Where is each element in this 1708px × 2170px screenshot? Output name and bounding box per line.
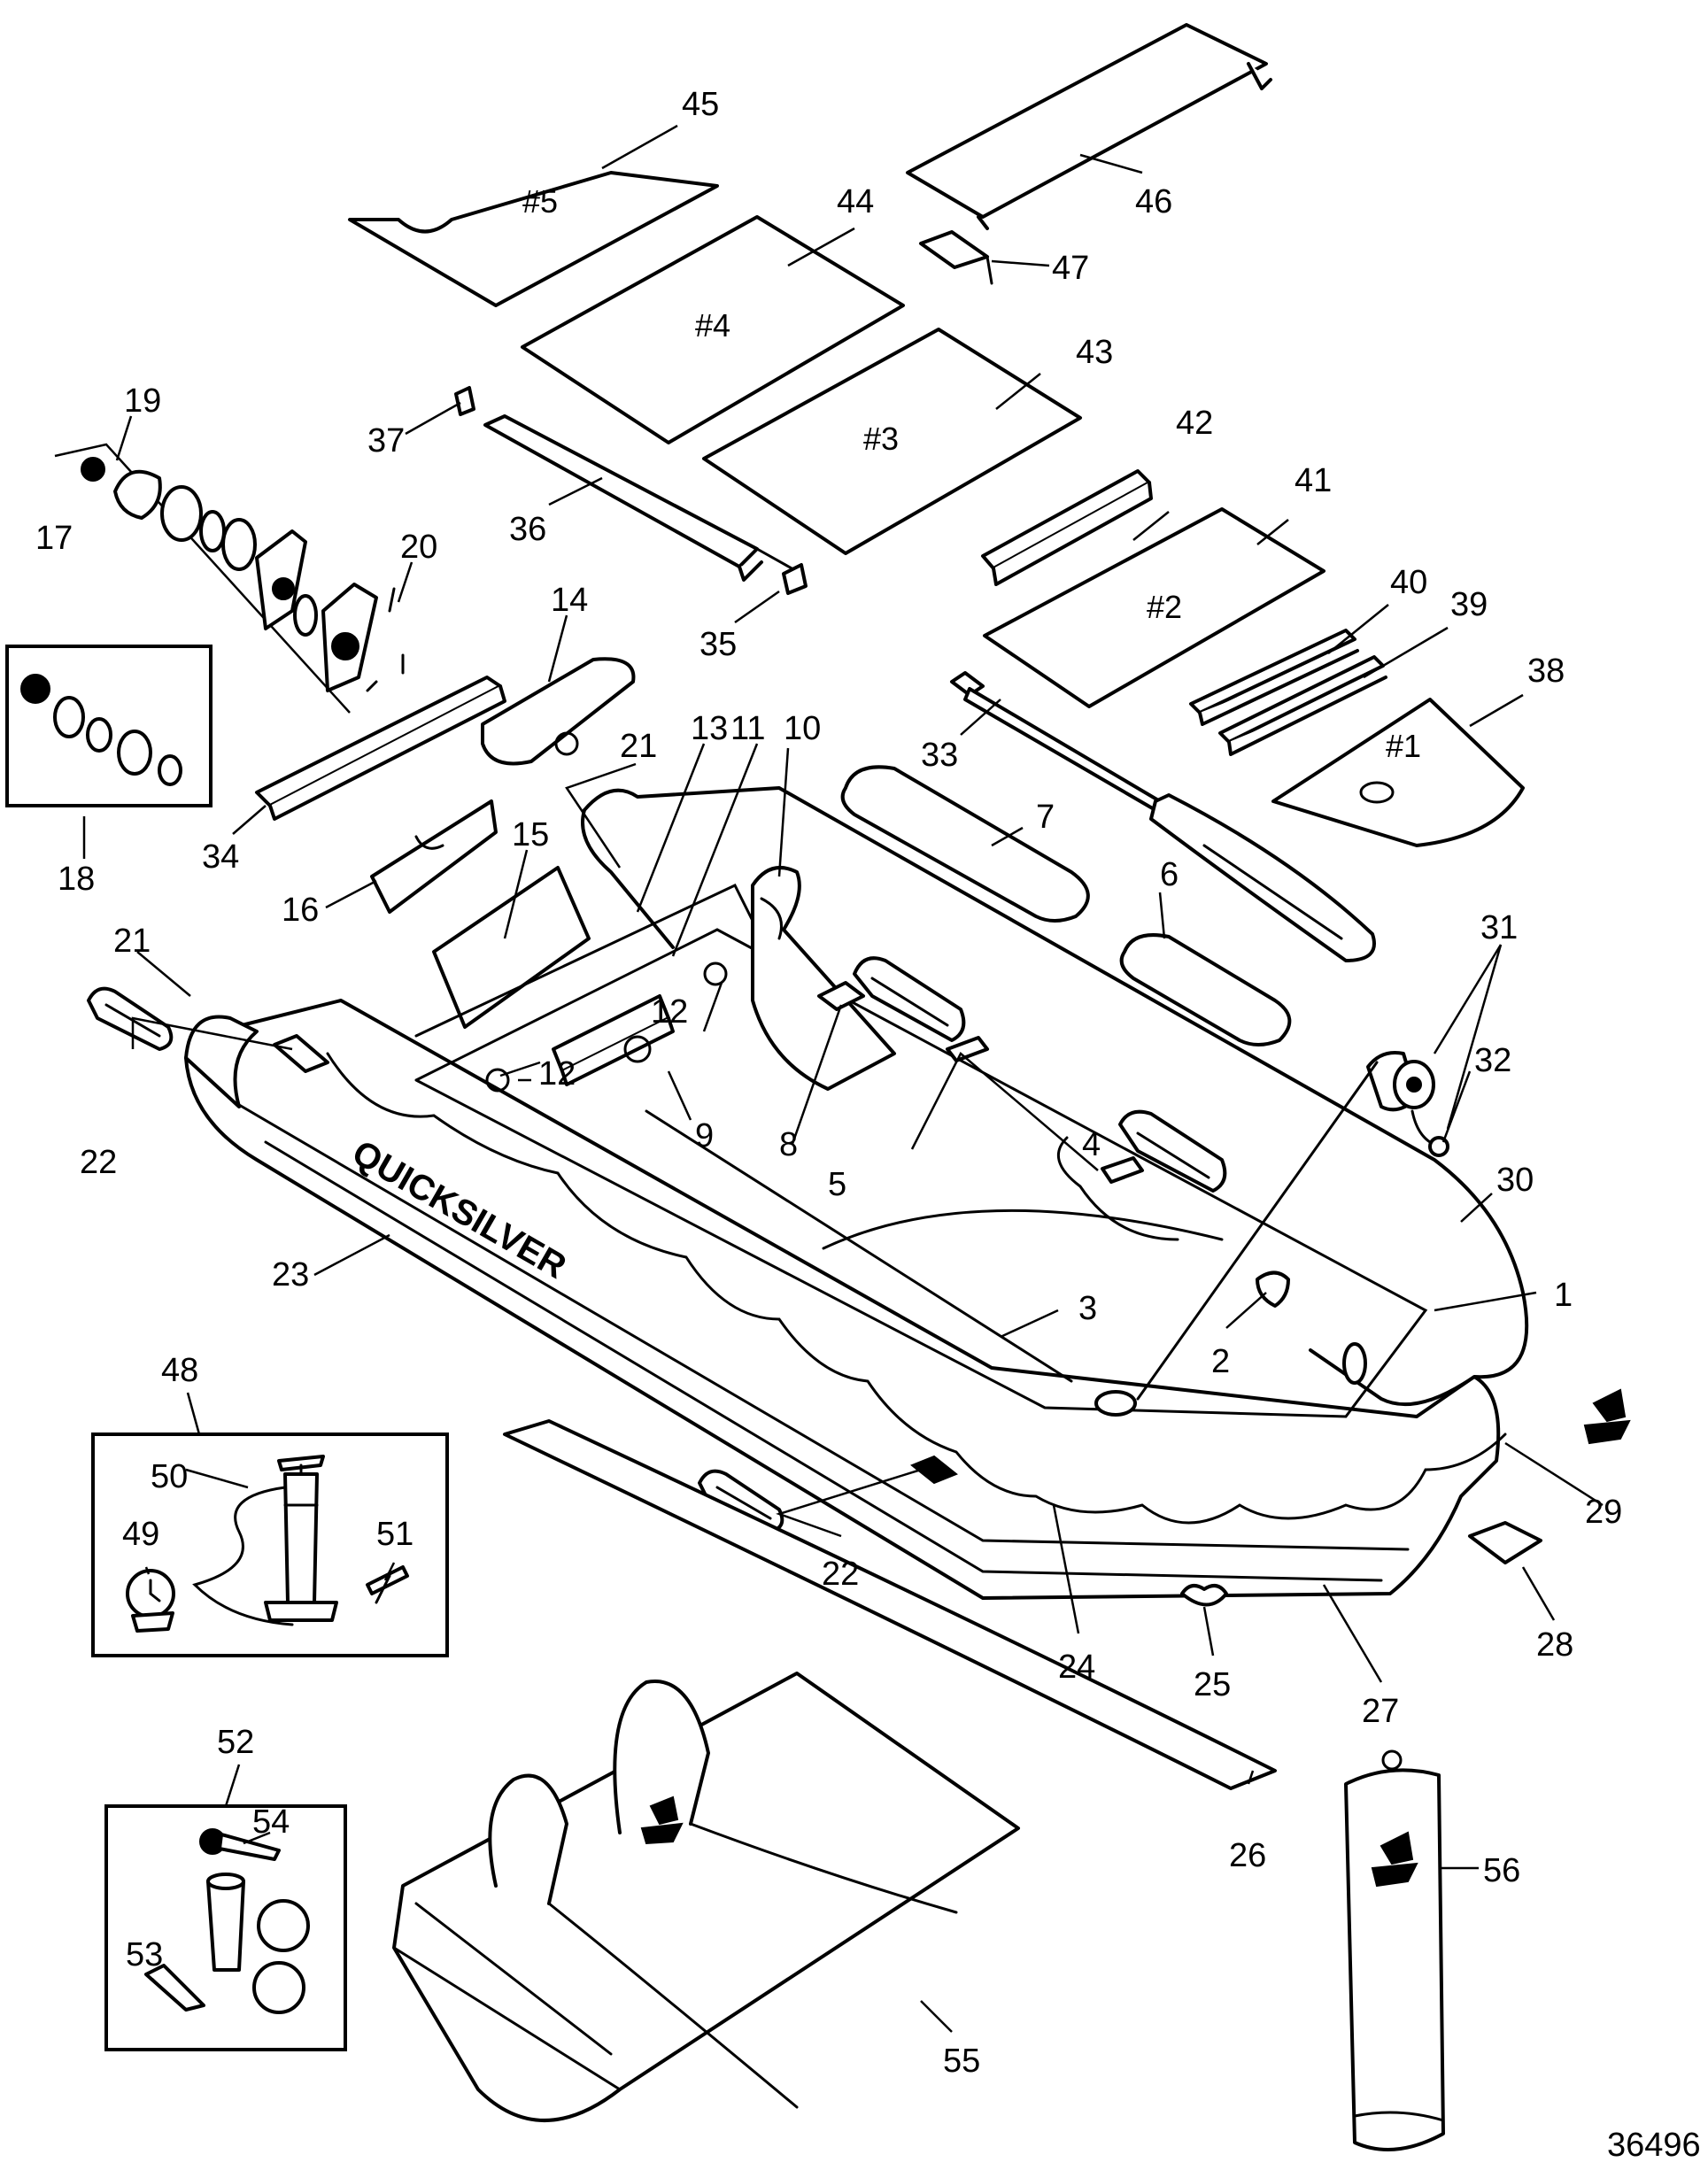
callout-12-lower: 12 — [538, 1055, 576, 1093]
callout-42: 42 — [1176, 405, 1213, 442]
oar — [950, 671, 1376, 962]
floor-panel-3-label: #3 — [863, 421, 899, 457]
callout-37: 37 — [367, 422, 405, 459]
transom-board — [432, 866, 591, 1029]
keel-strip — [255, 676, 506, 821]
keel-guard — [503, 1419, 1277, 1790]
callout-15: 15 — [512, 816, 549, 853]
callout-13: 13 — [691, 710, 728, 747]
mounting-plate — [370, 799, 498, 914]
callout-24: 24 — [1058, 1649, 1095, 1686]
floor-panel-2: #2 — [983, 507, 1325, 708]
callout-32: 32 — [1474, 1042, 1511, 1079]
valve-kit-box — [5, 645, 213, 807]
drawing-number: 36496 — [1607, 2127, 1701, 2164]
callout-51: 51 — [376, 1516, 413, 1553]
callout-21-front: 21 — [113, 923, 151, 960]
callout-4: 4 — [1082, 1126, 1101, 1163]
callout-29: 29 — [1585, 1494, 1622, 1531]
transom-bracket — [919, 230, 993, 285]
callout-25: 25 — [1194, 1666, 1231, 1703]
callout-53: 53 — [126, 1936, 163, 1973]
callout-44: 44 — [837, 183, 874, 220]
callout-2: 2 — [1211, 1343, 1230, 1380]
callout-41: 41 — [1295, 462, 1332, 499]
callout-11: 11 — [730, 710, 765, 747]
callout-21-rear: 21 — [620, 728, 657, 765]
callout-52: 52 — [217, 1724, 254, 1761]
oar-bag — [1344, 1749, 1445, 2151]
rowing-seat — [483, 414, 803, 582]
callout-19: 19 — [124, 382, 161, 420]
storage-cover — [481, 657, 636, 766]
callout-55: 55 — [943, 2043, 980, 2080]
floor-panel-1-label: #1 — [1386, 728, 1421, 764]
callout-12-upper: 12 — [651, 993, 688, 1031]
leader-lines — [82, 124, 1604, 2033]
callout-20: 20 — [400, 529, 437, 566]
callouts: 1 2 3 4 5 6 7 8 9 10 11 12 12 13 14 15 1… — [35, 86, 1622, 2080]
stringer-rail-40 — [1189, 629, 1359, 726]
callout-40: 40 — [1390, 564, 1427, 601]
callout-43: 43 — [1076, 334, 1113, 371]
callout-48: 48 — [161, 1352, 198, 1389]
seat-hook — [782, 563, 808, 595]
callout-5: 5 — [828, 1166, 846, 1203]
callout-6: 6 — [1160, 856, 1179, 893]
seat-clip — [454, 386, 475, 416]
inflatable-boat-hull: QUICKSILVER — [184, 786, 1542, 1607]
callout-26: 26 — [1229, 1837, 1266, 1874]
transom-cap — [906, 23, 1272, 230]
callout-46: 46 — [1135, 183, 1172, 220]
pump-kit-box — [91, 1433, 449, 1657]
seat-valve-assembly — [54, 443, 405, 714]
callout-56: 56 — [1483, 1852, 1520, 1889]
callout-27: 27 — [1362, 1693, 1399, 1730]
callout-36: 36 — [509, 511, 546, 548]
floor-panel-4-label: #4 — [695, 307, 730, 344]
callout-1: 1 — [1554, 1277, 1573, 1314]
carry-bag — [392, 1672, 1020, 2122]
callout-45: 45 — [682, 86, 719, 123]
callout-35: 35 — [699, 626, 737, 663]
callout-33: 33 — [921, 737, 958, 774]
stringer-rail-39 — [1218, 655, 1387, 756]
inflation-valve — [1366, 1051, 1449, 1157]
callout-10: 10 — [784, 710, 821, 747]
callout-14: 14 — [551, 582, 588, 619]
floor-panel-1: #1 — [1271, 698, 1525, 847]
callout-22-rear: 22 — [822, 1556, 859, 1593]
callout-50: 50 — [151, 1458, 188, 1495]
callout-18: 18 — [58, 861, 95, 898]
callout-28: 28 — [1536, 1626, 1573, 1664]
repair-patch-6 — [1119, 933, 1292, 1046]
floor-panel-5: #5 — [348, 171, 719, 307]
repair-kit-box — [104, 1804, 347, 2051]
callout-22-front: 22 — [80, 1144, 117, 1181]
stringer-rail-42 — [981, 469, 1153, 586]
callout-17: 17 — [35, 520, 73, 557]
callout-7: 7 — [1036, 799, 1055, 836]
floor-panel-3: #3 — [702, 328, 1082, 555]
callout-23: 23 — [272, 1256, 309, 1294]
floor-panel-5-label: #5 — [522, 183, 558, 220]
floor-panel-2-label: #2 — [1147, 589, 1182, 625]
floor-panel-4: #4 — [521, 215, 905, 444]
callout-38: 38 — [1527, 653, 1565, 690]
repair-patch-7 — [840, 765, 1090, 923]
callout-31: 31 — [1480, 909, 1518, 946]
callout-54: 54 — [252, 1803, 290, 1841]
callout-3: 3 — [1078, 1290, 1097, 1327]
callout-34: 34 — [202, 838, 239, 876]
callout-30: 30 — [1496, 1162, 1534, 1199]
callout-9: 9 — [695, 1117, 714, 1155]
callout-39: 39 — [1450, 586, 1488, 623]
callout-49: 49 — [122, 1516, 159, 1553]
logo-decal-29 — [1583, 1388, 1631, 1445]
loose-handle-front — [87, 986, 174, 1051]
callout-16: 16 — [282, 892, 319, 929]
callout-47: 47 — [1052, 250, 1089, 287]
callout-8: 8 — [779, 1126, 798, 1163]
